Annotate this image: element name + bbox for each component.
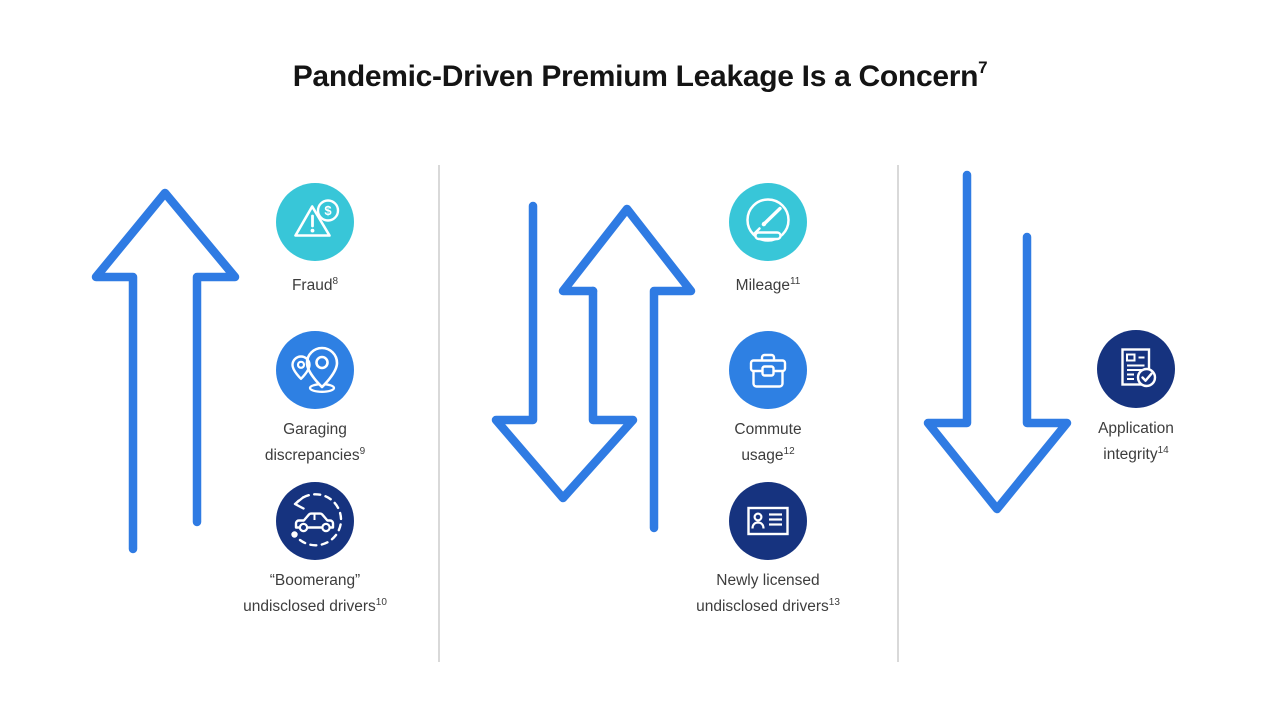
item-boomerang-undisclosed-drivers: “Boomerang” undisclosed drivers10 — [205, 482, 425, 618]
boomerang-car-icon — [276, 482, 354, 560]
up-arrow-middle-section — [558, 204, 696, 533]
item-newly-licensed-undisclosed-drivers: Newly licensed undisclosed drivers13 — [658, 482, 878, 618]
item-fraud: $ Fraud8 — [205, 183, 425, 297]
dollar-glyph: $ — [324, 203, 332, 218]
item-label: “Boomerang” undisclosed drivers10 — [243, 572, 387, 616]
page-title: Pandemic-Driven Premium Leakage Is a Con… — [0, 58, 1280, 94]
mileage-speedometer-icon — [729, 183, 807, 261]
application-integrity-document-check-icon — [1097, 330, 1175, 408]
newly-licensed-id-card-icon — [729, 482, 807, 560]
item-label: Commute usage12 — [734, 421, 802, 465]
fraud-warning-dollar-icon: $ — [276, 183, 354, 261]
item-application-integrity: Application integrity14 — [1026, 330, 1246, 466]
garaging-location-pins-icon — [276, 331, 354, 409]
item-label: Newly licensed undisclosed drivers13 — [696, 572, 840, 616]
item-label: Fraud8 — [291, 276, 339, 295]
down-arrow-right-section — [923, 170, 1072, 514]
commute-briefcase-icon — [729, 331, 807, 409]
page-title-text: Pandemic-Driven Premium Leakage Is a Con… — [292, 60, 979, 93]
item-mileage: Mileage11 — [658, 183, 878, 297]
item-garaging-discrepancies: Garaging discrepancies9 — [205, 331, 425, 467]
item-label: Garaging discrepancies9 — [264, 421, 366, 465]
item-commute-usage: Commute usage12 — [658, 331, 878, 467]
up-arrow-left-section — [91, 188, 240, 554]
item-label: Mileage11 — [735, 276, 801, 295]
item-label: Application integrity14 — [1098, 420, 1174, 464]
page-title-footnote: 7 — [978, 58, 988, 77]
down-arrow-middle-section — [491, 201, 638, 503]
